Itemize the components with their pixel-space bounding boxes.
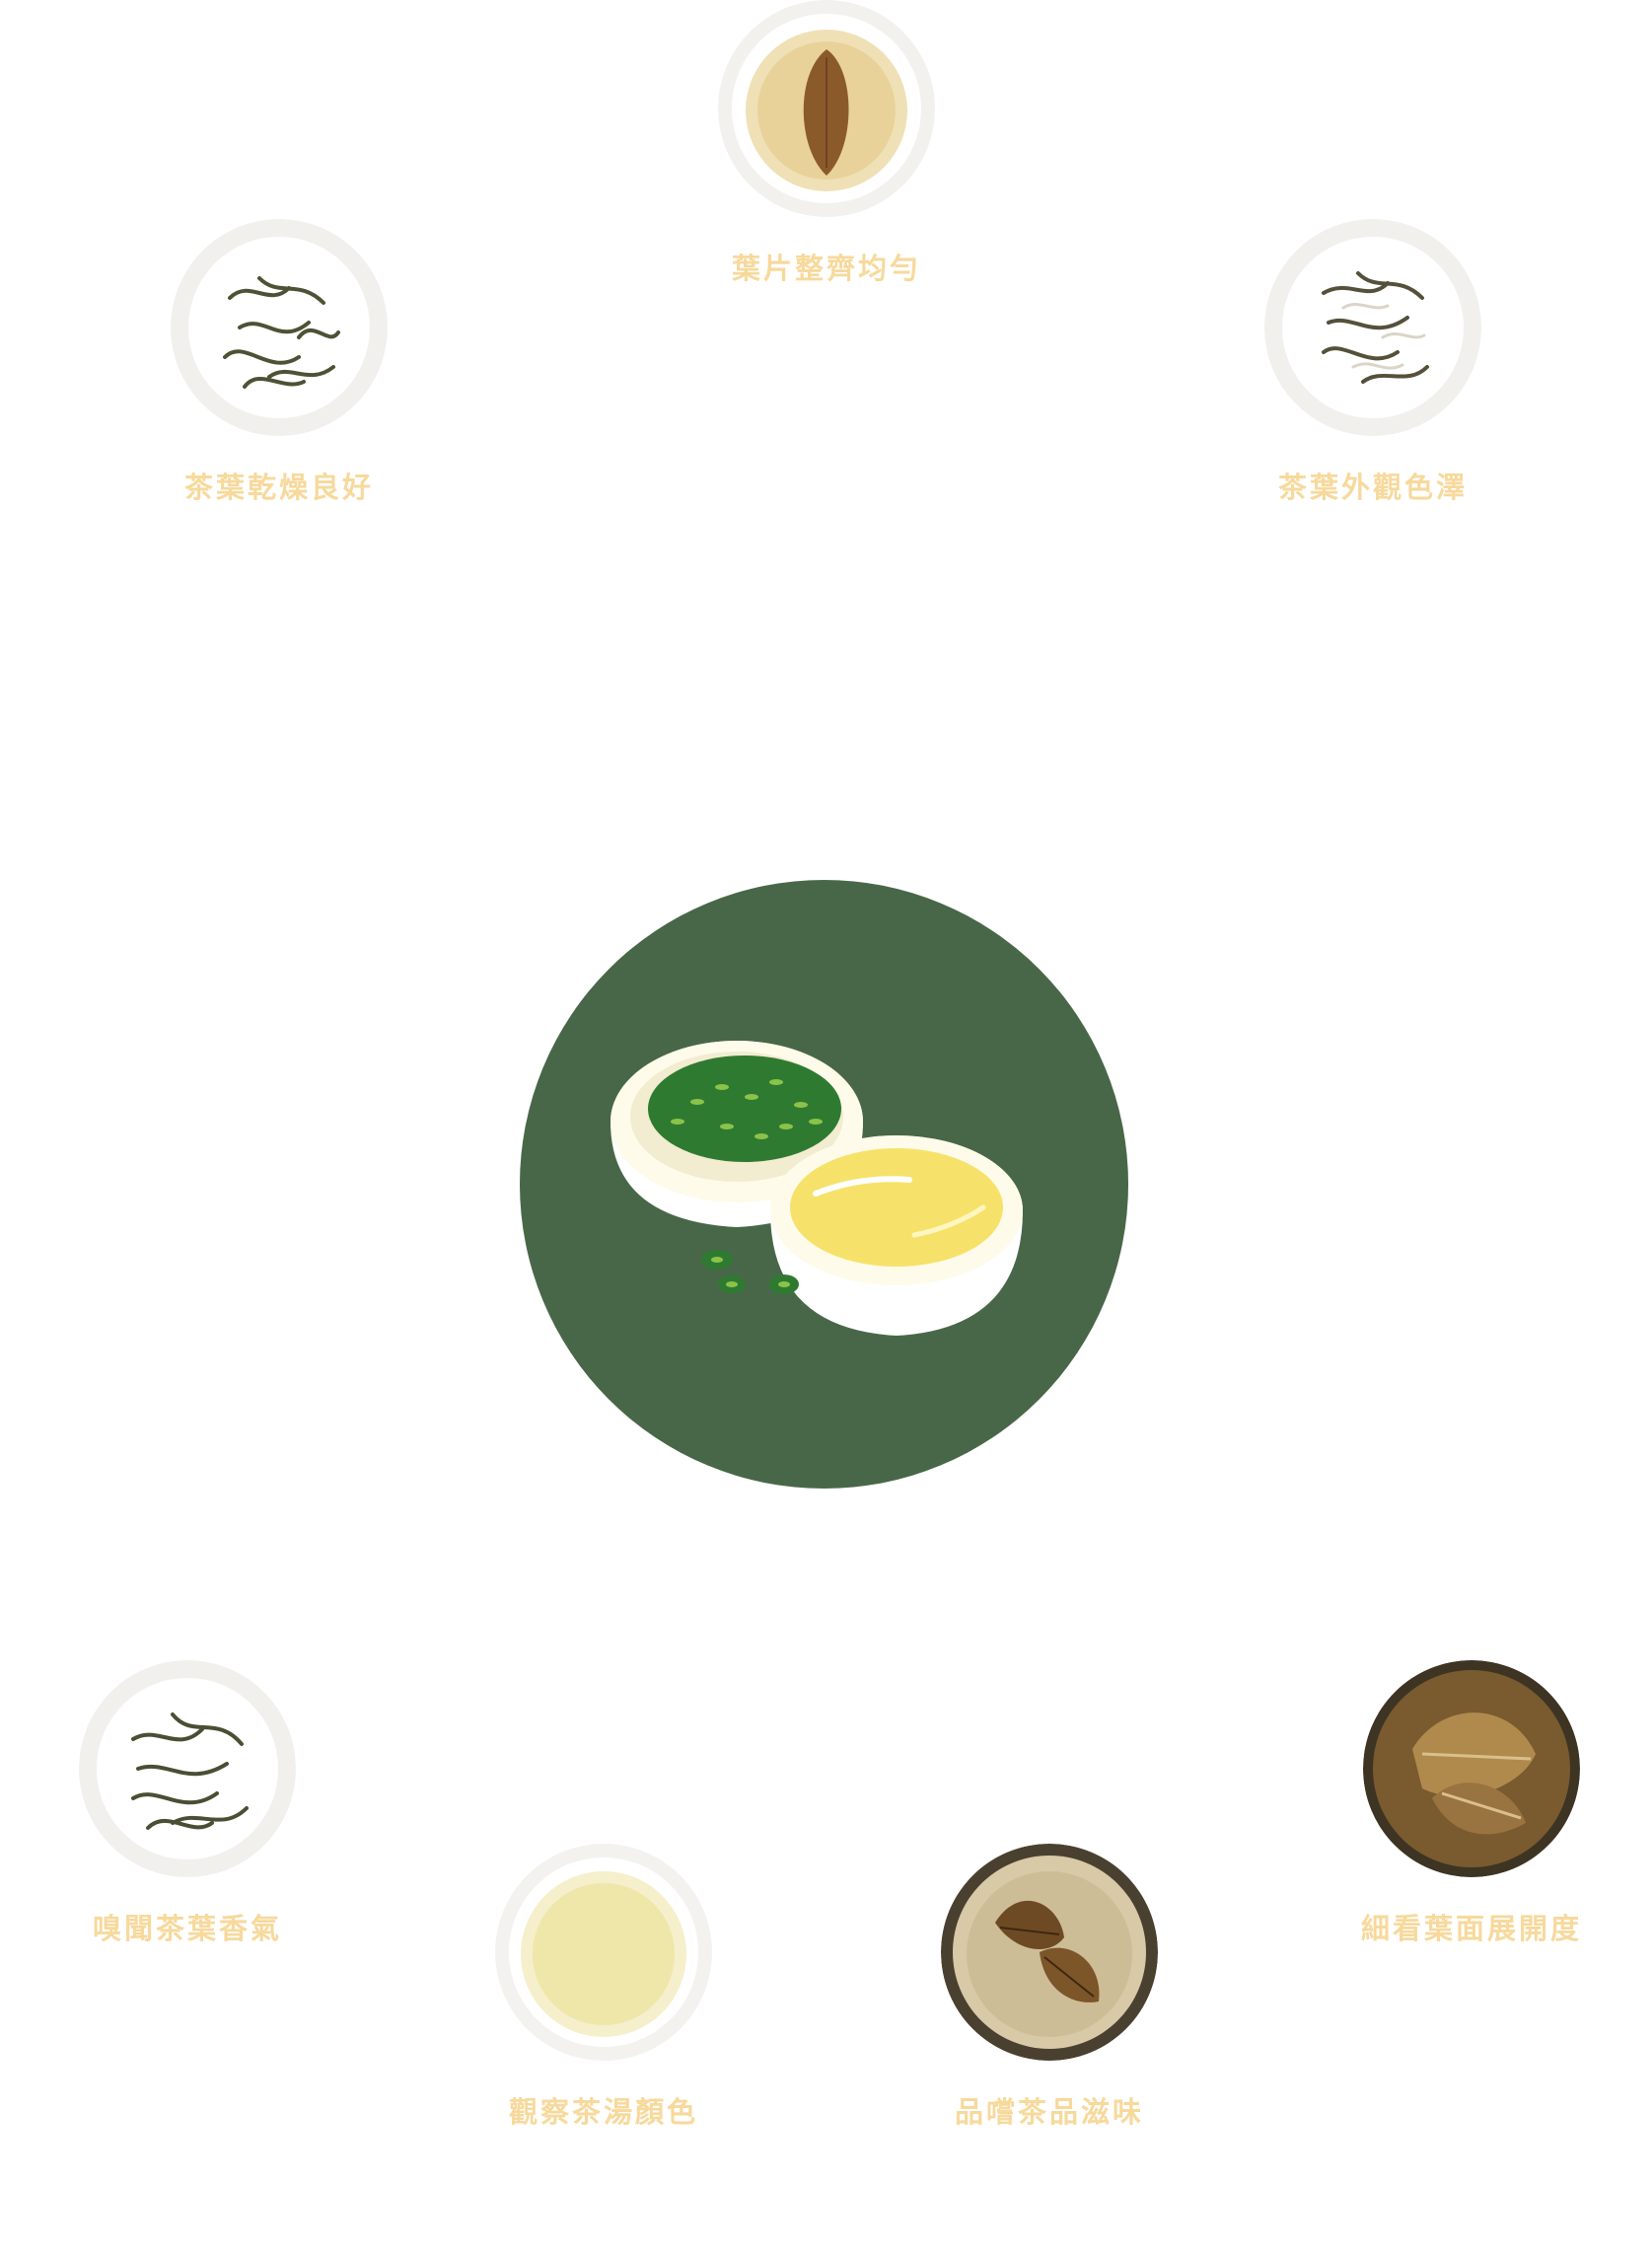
step-label: 品嚐茶品滋味 — [954, 2095, 1144, 2129]
step-leaf-expansion: 細看葉面展開度 — [1324, 1660, 1619, 1946]
step-liquor-color: 觀察茶湯顏色 — [456, 1844, 752, 2130]
step-label: 葉片整齊均勻 — [731, 252, 921, 285]
step-taste: 品嚐茶品滋味 — [901, 1844, 1197, 2130]
step-label: 茶葉乾燥良好 — [183, 471, 374, 504]
tea-cups-icon — [520, 880, 1128, 1489]
tea-liquor-cup-icon — [495, 1844, 712, 2061]
dry-tea-plate-icon — [1264, 219, 1481, 436]
dry-tea-plate-icon — [171, 219, 388, 436]
step-label: 細看葉面展開度 — [1360, 1912, 1582, 1945]
step-leaf-uniform: 葉片整齊均勻 — [679, 0, 974, 286]
center-illustration — [520, 880, 1128, 1489]
dry-tea-plate-icon — [79, 1660, 296, 1877]
step-label: 茶葉外觀色澤 — [1277, 471, 1468, 504]
step-leaf-appearance: 茶葉外觀色澤 — [1225, 219, 1521, 505]
brewed-leaf-cup-icon — [718, 0, 935, 217]
step-label: 嗅聞茶葉香氣 — [92, 1912, 282, 1945]
unfurled-leaf-closeup-icon — [1363, 1660, 1580, 1877]
step-leaf-aroma: 嗅聞茶葉香氣 — [39, 1660, 335, 1946]
step-label: 觀察茶湯顏色 — [508, 2095, 698, 2129]
tea-leaf-cup-icon — [941, 1844, 1158, 2061]
step-leaf-dry: 茶葉乾燥良好 — [131, 219, 427, 505]
